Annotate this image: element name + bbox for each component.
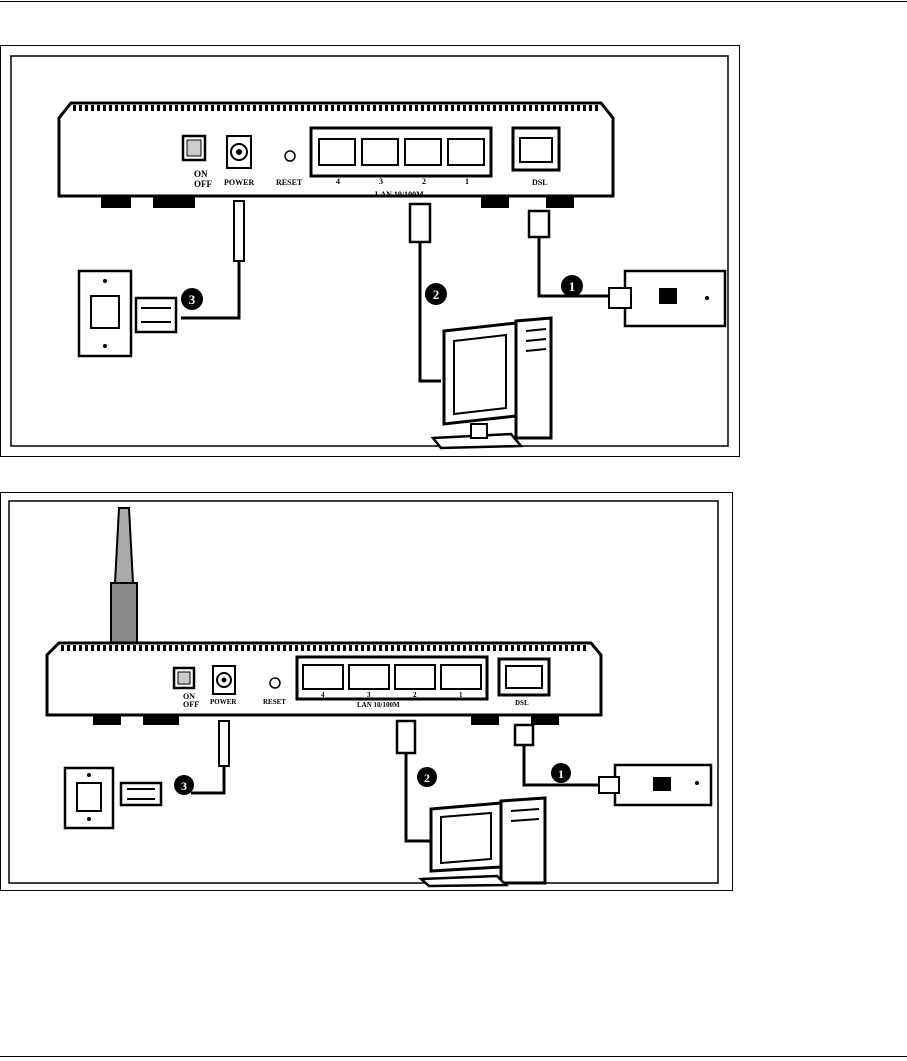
reset-label: RESET: [276, 178, 303, 187]
telephone-wall-jack: [599, 765, 711, 805]
power-adapter: [136, 298, 176, 332]
port-2-label: 2: [422, 177, 426, 186]
reset-label: RESET: [263, 698, 286, 706]
router-diagram: ON OFF POWER RESET 4 3 2 1 LAN 10/100M D…: [1, 46, 739, 456]
bottom-rule: [0, 1056, 907, 1057]
reset-button: [285, 151, 295, 161]
step-3-number: 3: [189, 292, 196, 307]
port-1-label: 1: [465, 177, 469, 186]
port-3-label: 3: [367, 691, 371, 699]
on-label: ON: [194, 169, 208, 179]
step-1-number: 1: [569, 279, 576, 294]
port-3-label: 3: [379, 177, 383, 186]
telephone-wall-jack: [609, 271, 725, 326]
port-4-label: 4: [321, 691, 325, 699]
port-4-label: 4: [336, 177, 340, 186]
off-label: OFF: [183, 700, 199, 709]
step-2-number: 2: [433, 287, 440, 302]
power-label: POWER: [210, 698, 237, 706]
wireless-router-diagram: ON OFF POWER RESET 4 3 2 1 LAN 10/100M D…: [1, 493, 732, 890]
power-cable: [191, 721, 229, 793]
computer: [421, 798, 545, 886]
lan-label: LAN 10/100M: [375, 190, 424, 199]
lan-port-block: [311, 128, 491, 176]
power-label: POWER: [224, 178, 254, 187]
figure-router-connections: ON OFF POWER RESET 4 3 2 1 LAN 10/100M D…: [0, 45, 740, 457]
power-outlet: [79, 271, 131, 356]
lan-label: LAN 10/100M: [357, 701, 400, 709]
port-1-label: 1: [459, 691, 463, 699]
power-outlet: [65, 768, 113, 828]
top-rule: [0, 1, 907, 2]
step-2-number: 2: [424, 771, 430, 785]
reset-button: [270, 678, 280, 688]
step-3-number: 3: [181, 779, 187, 793]
computer: [433, 318, 551, 448]
figure-wireless-router-connections: ON OFF POWER RESET 4 3 2 1 LAN 10/100M D…: [0, 492, 733, 891]
port-2-label: 2: [413, 691, 417, 699]
power-adapter: [121, 783, 161, 805]
off-label: OFF: [194, 179, 212, 189]
dsl-label: DSL: [532, 178, 548, 187]
dsl-label: DSL: [515, 699, 529, 707]
step-1-number: 1: [558, 767, 564, 781]
